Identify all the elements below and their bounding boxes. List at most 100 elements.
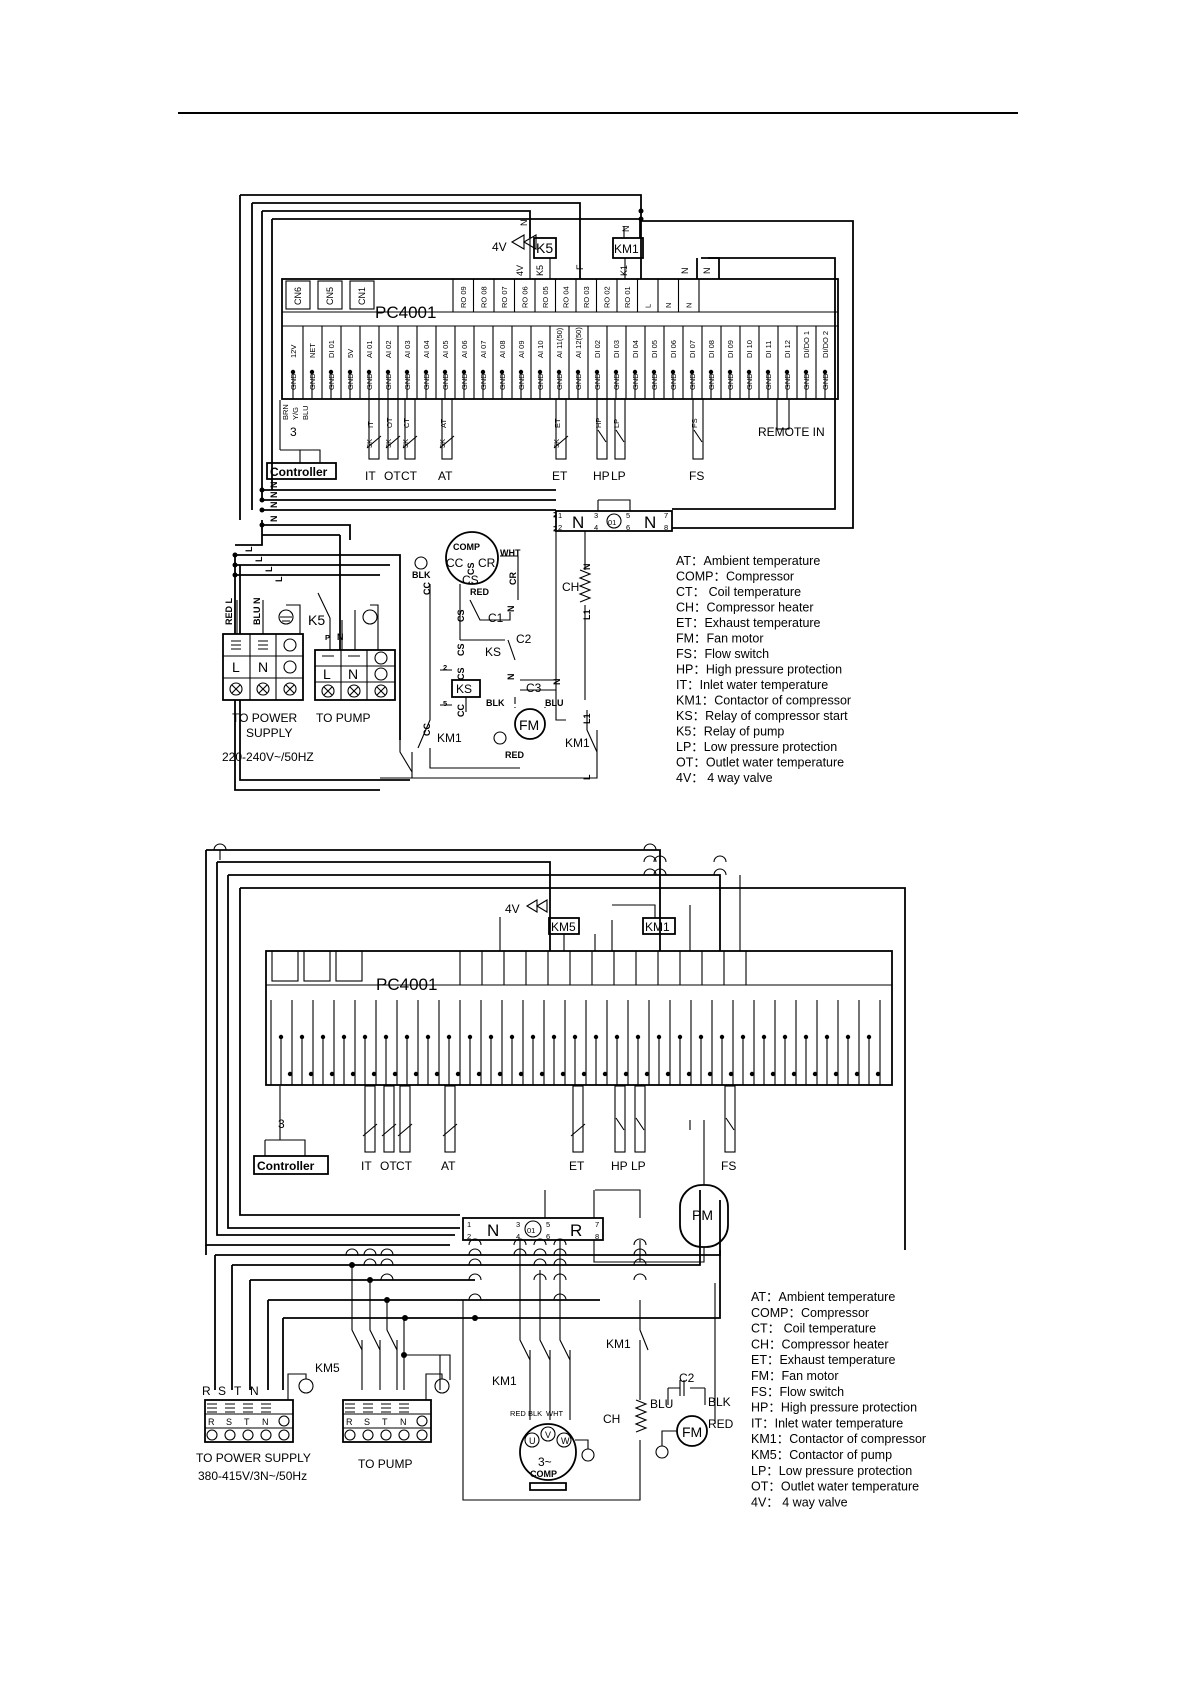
comp-wire-wht: WHT [500, 548, 521, 558]
line-mark: L [264, 566, 274, 572]
transformer-fuse-icon [606, 513, 622, 529]
neutral-mark: N [269, 492, 279, 499]
km1-contact-label-3: KM1 [492, 1374, 517, 1388]
relay-output-label: RO 04 [562, 286, 571, 308]
legend-item: IT：Inlet water temperature [676, 678, 828, 692]
sensor-lead-label: LP [612, 419, 621, 428]
legend-item: KM5：Contactor of pump [751, 1448, 892, 1462]
legend-item: ET：Exhaust temperature [751, 1353, 896, 1367]
sensor-lead [634, 1085, 646, 1153]
ground-icon-5 [298, 1378, 314, 1394]
legend-item: HP：High pressure protection [751, 1401, 917, 1415]
relay-output-label: RO 02 [603, 286, 612, 308]
comp-wire-cc: CC [422, 582, 432, 595]
to-power-label-1: TO POWER [232, 711, 297, 725]
transformer-pin: 7 [664, 511, 668, 520]
cap-c2-label-2: C2 [679, 1371, 695, 1385]
wire-crossover [345, 1248, 359, 1256]
transformer-pin: 5 [626, 511, 630, 520]
transformer-pin: 3 [516, 1220, 520, 1229]
controller-wire-label: BRN [281, 404, 290, 420]
transformer-2 [462, 1217, 604, 1241]
terminal-label: DI/DO 1 [802, 331, 811, 358]
heater-coil-icon-2 [634, 1399, 648, 1433]
thermistor-icon [366, 435, 382, 449]
sensor-value: 5K [365, 439, 374, 448]
remote-in-label: REMOTE IN [758, 425, 825, 439]
compressor-wire-label: BLK [528, 1409, 542, 1418]
supply-terminal-2 [204, 1399, 294, 1443]
contactor-km1-label: KM1 [614, 242, 639, 256]
fan-wire-red: RED [505, 750, 525, 760]
controller-box-1 [266, 462, 337, 480]
sensor-lead-label: HP [594, 418, 603, 428]
wire-crossover [553, 1238, 567, 1246]
sensor-lead [555, 398, 567, 460]
terminal-label: DI 03 [612, 340, 621, 358]
terminal-label: DI 01 [327, 340, 336, 358]
sensor-lead [387, 398, 399, 460]
fan-motor-1 [514, 708, 546, 740]
legend-item: CT： Coil temperature [751, 1322, 876, 1336]
voltage-label-1: 220-240V~/50HZ [222, 750, 314, 764]
sensor-lead [441, 398, 453, 460]
transformer-r: R [570, 1221, 582, 1240]
thermistor-icon [402, 435, 418, 449]
terminal-label: DI 10 [745, 340, 754, 358]
relay-output-label: RO 07 [500, 286, 509, 308]
terminal-label: DI 11 [764, 341, 773, 358]
fan-wire-label: BLU [650, 1397, 673, 1411]
screw-icon [416, 1429, 428, 1441]
comp-wire-n: N [506, 674, 516, 681]
sensor-label: LP [631, 1159, 646, 1173]
transformer-n: N [644, 513, 656, 532]
ground-icon-4 [493, 731, 507, 745]
pump-l: L [323, 666, 331, 682]
neutral-mark: N [582, 564, 592, 571]
legend-item: IT：Inlet water temperature [751, 1416, 903, 1430]
screw-icon [347, 684, 361, 698]
terminal-group-2 [270, 1000, 881, 1085]
compressor-phases-2: UVW [529, 1430, 570, 1446]
board-label-1: PC4001 [375, 303, 436, 322]
sensor-label: CT [401, 469, 418, 483]
terminal-label: DI 05 [650, 340, 659, 358]
relay-output-label: RO 06 [521, 286, 530, 308]
wire-crossover [533, 1258, 547, 1266]
thermistor-icon [439, 435, 455, 449]
comp-term-cc: CC [446, 556, 464, 570]
terminal-label: NET [308, 343, 317, 358]
wire-crossover [533, 1248, 547, 1256]
transformer-fuse-icon-2 [524, 1220, 542, 1238]
comp-wire-cc: CC [422, 723, 432, 736]
relay-k5-label-2: K5 [308, 612, 325, 628]
thermistor-icon [553, 435, 569, 449]
transformer-pin: 7 [595, 1220, 599, 1229]
relay-wire-label: 4V [515, 265, 525, 276]
ks-pin-2: 2 [443, 663, 447, 672]
screw-icon [224, 1429, 236, 1441]
relay-output-label: RO 03 [582, 286, 591, 308]
transformer-pin: 3 [594, 511, 598, 520]
pump-wire-n: N [337, 632, 344, 642]
terminal-label: AI 02 [384, 340, 393, 358]
controller-count-1: 3 [290, 425, 297, 439]
switch-icon [615, 1117, 625, 1131]
legend-item: LP：Low pressure protection [676, 740, 837, 754]
sensor-lead [444, 1085, 456, 1153]
to-pump-label-1: TO PUMP [316, 711, 370, 725]
switch-icon [725, 1117, 735, 1131]
connector-box [349, 280, 375, 310]
screw-icon [260, 1429, 272, 1441]
comp-wire-blk: BLK [412, 570, 431, 580]
connector-label: CN1 [357, 287, 367, 305]
wire-crossover [653, 868, 667, 876]
wire-crossover [363, 1248, 377, 1256]
screw-icon [398, 1429, 410, 1441]
relay-output-label: N [685, 303, 694, 308]
terminal-label: DI 04 [631, 340, 640, 358]
